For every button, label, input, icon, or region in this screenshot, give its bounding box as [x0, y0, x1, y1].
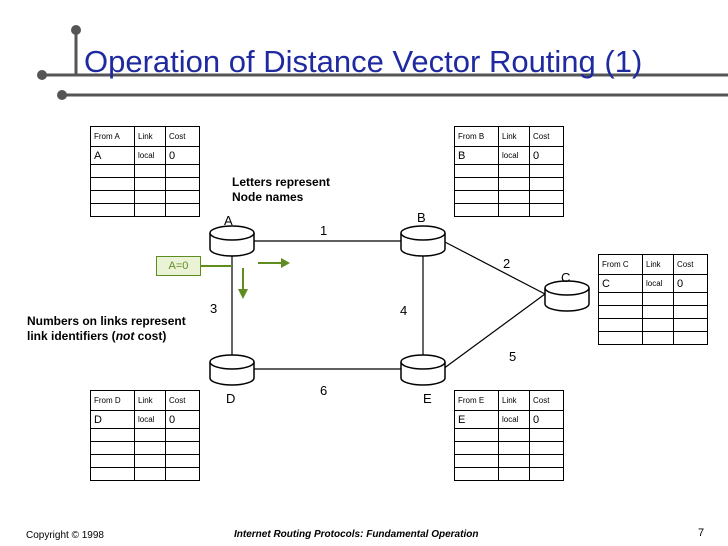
router-e-icon — [400, 354, 446, 386]
table-from-label: From A — [90, 126, 135, 147]
note-letters-line1: Letters represent — [232, 175, 331, 189]
table-cost: 0 — [165, 410, 200, 429]
router-b-icon — [400, 225, 446, 257]
node-label-d: D — [226, 391, 236, 406]
table-node: B — [454, 146, 499, 165]
note-numbers-line2: link identifiers (not cost) — [27, 329, 186, 344]
link-5 — [442, 293, 546, 370]
table-link: local — [134, 146, 166, 165]
note-numbers-pre: link identifiers ( — [27, 329, 116, 343]
router-d-icon — [209, 354, 255, 386]
footer-course: Internet Routing Protocols: Fundamental … — [234, 529, 479, 540]
table-from-label: From E — [454, 390, 499, 411]
node-label-c: C — [561, 270, 571, 285]
link-label-2: 2 — [503, 256, 511, 271]
table-link: local — [642, 274, 674, 293]
table-cost: 0 — [165, 146, 200, 165]
update-message-box: A=0 — [156, 256, 201, 276]
table-cost-header: Cost — [165, 126, 200, 147]
link-label-6: 6 — [320, 383, 328, 398]
title-decoration — [37, 25, 728, 100]
table-link: local — [498, 410, 530, 429]
table-from-label: From D — [90, 390, 135, 411]
table-from-label: From C — [598, 254, 643, 275]
link-2 — [442, 240, 546, 295]
note-numbers: Numbers on links represent link identifi… — [27, 314, 186, 344]
table-link-header: Link — [134, 126, 166, 147]
link-label-5: 5 — [509, 349, 517, 364]
table-cost-header: Cost — [673, 254, 708, 275]
table-link-header: Link — [642, 254, 674, 275]
table-link: local — [134, 410, 166, 429]
note-numbers-post: cost) — [134, 329, 167, 343]
table-node: A — [90, 146, 135, 165]
table-link-header: Link — [498, 126, 530, 147]
table-node: E — [454, 410, 499, 429]
note-letters-line2: Node names — [232, 190, 304, 204]
table-cost: 0 — [673, 274, 708, 293]
note-letters: Letters represent Node names — [232, 175, 330, 205]
table-from-label: From B — [454, 126, 499, 147]
link-label-3: 3 — [210, 301, 218, 316]
footer-copyright: Copyright © 1998 — [26, 530, 104, 541]
link-label-4: 4 — [400, 303, 408, 318]
update-message: A=0 — [168, 260, 189, 272]
table-node: D — [90, 410, 135, 429]
arrow-down-icon — [238, 268, 248, 299]
node-label-b: B — [417, 210, 426, 225]
node-label-e: E — [423, 391, 432, 406]
table-link-header: Link — [134, 390, 166, 411]
table-cost: 0 — [529, 410, 564, 429]
table-node: C — [598, 274, 643, 293]
router-c-icon — [544, 280, 590, 312]
table-cost-header: Cost — [165, 390, 200, 411]
table-cost: 0 — [529, 146, 564, 165]
page-title: Operation of Distance Vector Routing (1) — [84, 44, 643, 79]
arrow-right-icon — [258, 258, 290, 268]
table-cost-header: Cost — [529, 126, 564, 147]
footer-page-number: 7 — [698, 527, 705, 539]
table-link-header: Link — [498, 390, 530, 411]
table-cost-header: Cost — [529, 390, 564, 411]
link-label-1: 1 — [320, 223, 328, 238]
table-link: local — [498, 146, 530, 165]
note-numbers-emphasis: not — [115, 329, 135, 343]
note-numbers-line1: Numbers on links represent — [27, 314, 186, 328]
router-a-icon — [209, 225, 255, 257]
node-label-a: A — [224, 213, 233, 228]
